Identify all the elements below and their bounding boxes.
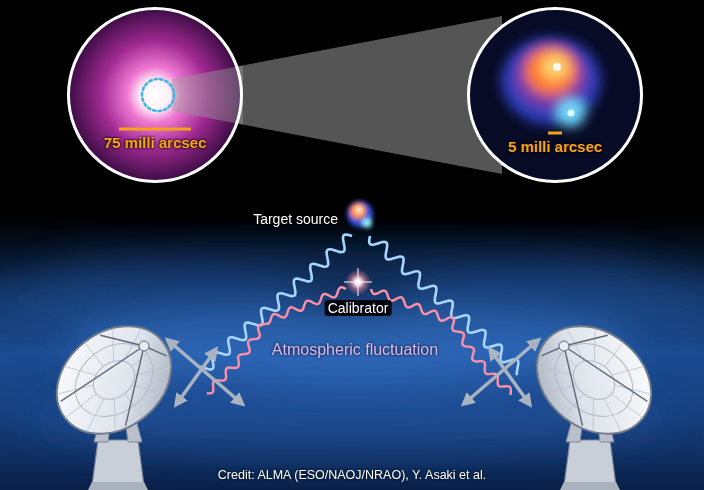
antenna	[516, 304, 673, 490]
signal-waves	[197, 235, 518, 395]
target-source-image	[347, 201, 373, 228]
credit-text: Credit: ALMA (ESO/NAOJ/NRAO), Y. Asaki e…	[218, 468, 486, 482]
scale-label: 75 milli arcsec	[104, 135, 207, 152]
inset-circle-graphic	[67, 7, 243, 183]
zoom-circle: 5 milli arcsec	[467, 7, 643, 183]
calibrator-star	[344, 268, 372, 296]
target-label: Target source	[253, 211, 338, 227]
motion-arrow	[178, 352, 214, 402]
motion-arrow	[466, 342, 536, 402]
motion-arrow	[170, 342, 240, 402]
calibrator-label: Calibrator	[325, 300, 392, 316]
zoom-circle-graphic	[467, 7, 643, 183]
scale-label: 5 milli arcsec	[508, 139, 602, 156]
motion-arrow	[492, 352, 528, 402]
inset-circle: 75 milli arcsec	[67, 7, 243, 183]
atmosphere-label: Atmospheric fluctuation	[272, 341, 438, 359]
antenna	[36, 304, 193, 490]
atmosphere-haze	[0, 250, 704, 455]
